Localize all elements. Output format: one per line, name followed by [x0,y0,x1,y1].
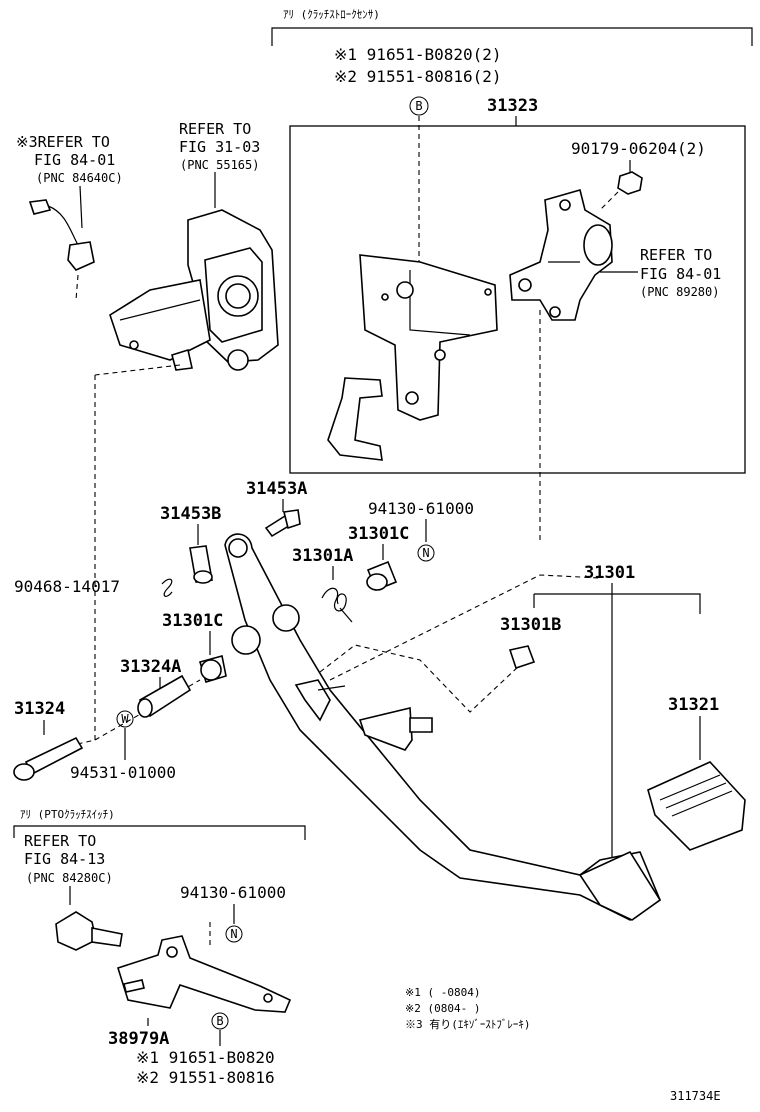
footnote-1: ※1 ( -0804) [405,986,480,999]
label-31453B[interactable]: 31453B [160,504,221,524]
pto-nut-label[interactable]: 94130-61000 [180,883,286,902]
label-31323[interactable]: 31323 [487,96,538,116]
spring-31301A-shape [321,587,353,623]
pto-bracket-shape [117,935,292,1013]
label-31301C-top[interactable]: 31301C [348,524,409,544]
label-90468-14017[interactable]: 90468-14017 [14,577,120,596]
label-31301[interactable]: 31301 [584,563,635,583]
pto-group-title: ｱﾘ (PTOｸﾗｯﾁｽｲｯﾁ) [20,808,115,821]
pto-ref-line3[interactable]: (PNC 84280C) [26,871,113,885]
label-31453A[interactable]: 31453A [246,479,307,499]
label-31301A[interactable]: 31301A [292,546,353,566]
label-94531-01000[interactable]: 94531-01000 [70,763,176,782]
pto-bracket-label[interactable]: 38979A [108,1029,169,1049]
sensor-bracket-shape [327,254,498,461]
pto-group-bracket [13,825,306,840]
ref-mid-line2[interactable]: FIG 31-03 [179,138,260,156]
ref-left-line3[interactable]: (PNC 84640C) [36,171,123,185]
clutch-pedal-lever-shape [224,533,662,921]
sensor-ref-line2[interactable]: FIG 84-01 [640,265,721,283]
drawing-id: 311734E [670,1089,721,1103]
ref-left-line1[interactable]: ※3REFER TO [16,133,110,151]
pedal-support-bracket-shape [109,209,279,371]
bolt-31453A-shape [264,509,301,538]
bushing-31453B-shape [189,545,213,584]
top-note-1[interactable]: ※1 91651-B0820(2) [334,45,502,64]
marker-w: W [116,710,134,728]
svg-text:W: W [121,712,129,726]
bushing-31301C-top-shape [366,560,398,592]
sensor-box [289,125,746,474]
svg-text:B: B [216,1014,223,1028]
label-31324[interactable]: 31324 [14,699,65,719]
collar-31324A-shape [137,674,192,718]
label-90179-06204[interactable]: 90179-06204(2) [571,139,706,158]
marker-n-pedal: N [417,544,435,562]
footnote-3: ※3 有り(ｴｷｿﾞｰｽﾄﾌﾞﾚｰｷ) [405,1017,531,1031]
pedal-pad-31321-shape [647,761,746,851]
stopper-31301B-shape [508,645,536,670]
label-94130-61000[interactable]: 94130-61000 [368,499,474,518]
pto-note-1[interactable]: ※1 91651-B0820 [136,1048,275,1067]
sensor-bolt-shape [599,171,643,211]
pto-switch-shape [55,911,123,951]
marker-b-top: B [409,96,429,116]
marker-n-pto: N [225,925,243,943]
label-31301C-left[interactable]: 31301C [162,611,223,631]
stroke-sensor-shape [509,189,613,321]
pto-ref-line1[interactable]: REFER TO [24,832,96,850]
svg-text:N: N [422,546,429,560]
top-note-2[interactable]: ※2 91551-80816(2) [334,67,502,86]
sensor-ref-line3[interactable]: (PNC 89280) [640,285,719,299]
clip-90468-14017-shape [161,578,173,597]
svg-text:B: B [415,99,422,113]
pto-note-2[interactable]: ※2 91551-80816 [136,1068,275,1087]
sensor-ref-line1[interactable]: REFER TO [640,246,712,264]
ref-left-line2[interactable]: FIG 84-01 [34,151,115,169]
brake-switch-wire-shape [28,199,95,271]
pto-ref-line2[interactable]: FIG 84-13 [24,850,105,868]
ref-mid-line3[interactable]: (PNC 55165) [180,158,259,172]
label-31324A[interactable]: 31324A [120,657,181,677]
footnote-2: ※2 (0804- ) [405,1002,480,1015]
top-group-title: ｱﾘ (ｸﾗｯﾁｽﾄﾛｰｸｾﾝｻ) [283,8,380,21]
bushing-31301C-left-shape [198,655,227,683]
ref-mid-line1[interactable]: REFER TO [179,120,251,138]
svg-text:N: N [230,927,237,941]
bolt-31324-shape [13,736,84,781]
top-group-bracket [271,27,753,46]
label-31301B[interactable]: 31301B [500,615,561,635]
label-31321[interactable]: 31321 [668,695,719,715]
marker-b-pto: B [211,1012,229,1030]
